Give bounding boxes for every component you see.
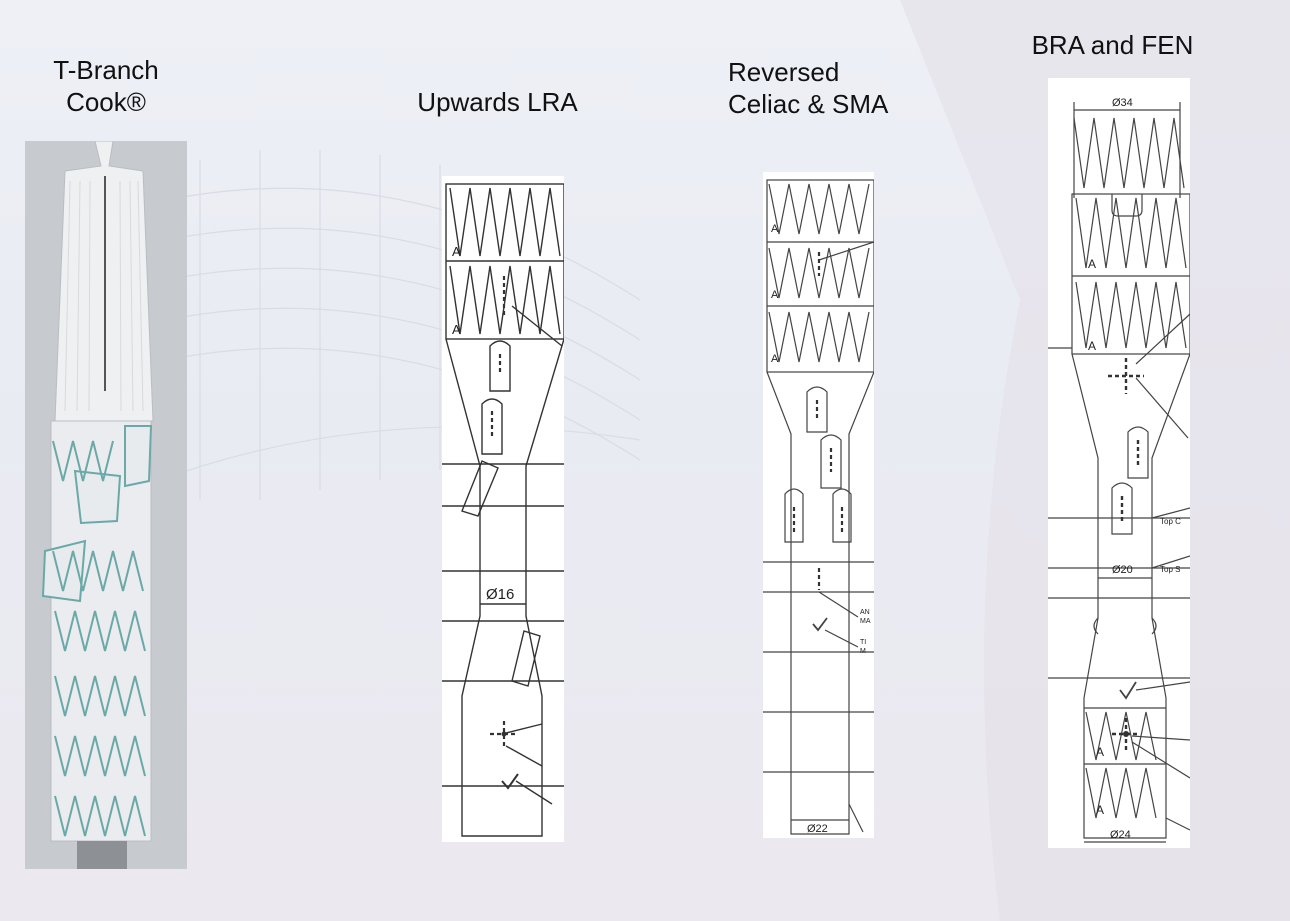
stent-label: A	[1088, 339, 1096, 353]
title-line: T-Branch	[53, 55, 159, 85]
reversed-celiac-drawing: A A A AN MA TI M Ø22	[763, 172, 874, 838]
stent-label: A	[771, 353, 779, 365]
side-label: AN	[860, 609, 870, 616]
tbranch-image	[25, 141, 187, 869]
diameter-label: Ø16	[486, 586, 514, 603]
side-label: Top C	[1160, 517, 1181, 526]
side-label: Top S	[1160, 565, 1180, 574]
title-line: Celiac & SMA	[728, 89, 889, 119]
side-label: M	[860, 648, 866, 655]
side-label: TI	[860, 639, 866, 646]
stent-label: A	[452, 244, 461, 259]
stent-label: A	[1096, 803, 1104, 817]
title-upwards-lra: Upwards LRA	[400, 86, 595, 118]
stent-label: A	[452, 322, 461, 337]
diameter-label: Ø24	[1110, 829, 1131, 841]
title-line: BRA and FEN	[1031, 30, 1194, 60]
stent-label: A	[1096, 745, 1104, 759]
stent-label: A	[771, 289, 779, 301]
title-tbranch: T-Branch Cook®	[40, 54, 172, 118]
title-line: Reversed	[728, 57, 840, 87]
title-line: Cook®	[66, 87, 146, 117]
stent-label: A	[1088, 257, 1096, 271]
diameter-label: Ø34	[1112, 97, 1133, 109]
diameter-label: Ø20	[1112, 564, 1133, 576]
title-bra-fen: BRA and FEN	[1020, 29, 1205, 61]
title-line: Upwards LRA	[417, 87, 578, 117]
upwards-lra-drawing: A A Ø16	[442, 176, 564, 842]
diameter-label: Ø22	[807, 823, 828, 835]
side-label: MA	[860, 618, 871, 625]
title-reversed-celiac: Reversed Celiac & SMA	[728, 56, 918, 120]
stent-label: A	[771, 223, 779, 235]
bra-fen-drawing: Ø34 Ø20 Ø24 Top C Top S A A A A	[1048, 78, 1190, 848]
